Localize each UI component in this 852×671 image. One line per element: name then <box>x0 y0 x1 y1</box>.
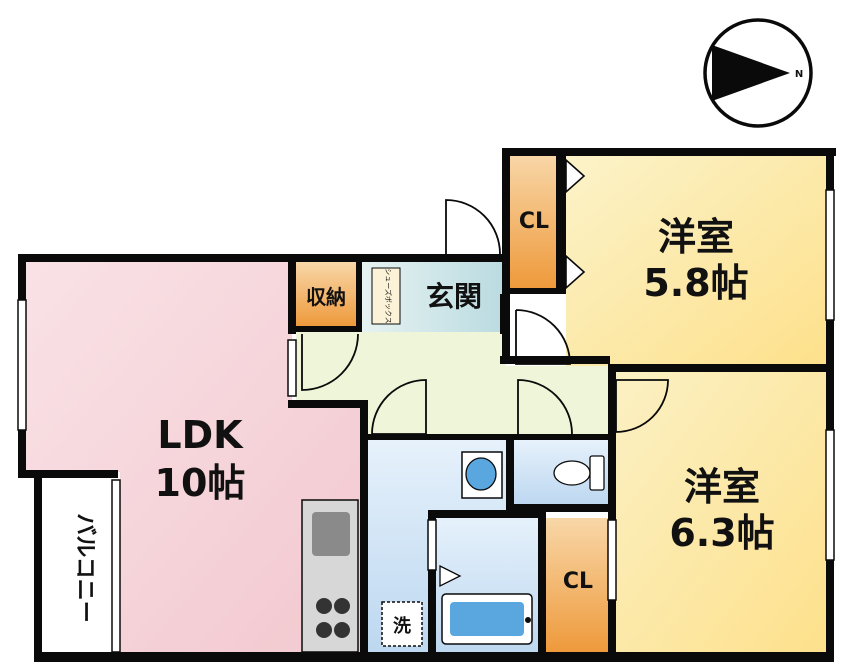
shoe-box-label: シューズボックス <box>384 268 393 323</box>
windows <box>17 189 835 653</box>
compass: N <box>703 18 813 128</box>
ldk-size: 10帖 <box>155 461 246 505</box>
compass-north-label: N <box>795 69 803 80</box>
hallway-area <box>296 332 614 436</box>
balcony-area <box>40 476 116 656</box>
sink-icon <box>312 512 350 556</box>
storage-area <box>296 262 356 328</box>
western-room-2-name: 洋室 <box>684 465 760 509</box>
western-room-2-size: 6.3帖 <box>669 511 774 555</box>
storage-label: 収納 <box>306 285 346 309</box>
kitchen-counter <box>301 499 359 653</box>
closet-folding-doors <box>565 158 586 290</box>
bathtub-icon <box>441 593 533 645</box>
closet-1-area <box>510 154 558 292</box>
walls <box>18 148 836 662</box>
compass-arrow-icon <box>712 45 790 101</box>
ldk-area <box>24 262 362 656</box>
closet-2-area <box>546 518 608 656</box>
western-room-1-size: 5.8帖 <box>643 261 748 305</box>
western-room-1-area <box>566 154 830 366</box>
doors <box>301 199 669 435</box>
closet-1-label: CL <box>519 209 549 234</box>
shoe-box <box>371 267 401 325</box>
toilet-icon <box>553 455 605 491</box>
western-room-1-name: 洋室 <box>658 215 734 259</box>
closet-2-label: CL <box>563 569 593 594</box>
ldk-name: LDK <box>157 413 244 457</box>
wash-basin-icon <box>461 451 503 499</box>
laundry-box <box>381 601 423 647</box>
balcony-label: バルコニー <box>72 513 97 623</box>
entrance-label: 玄関 <box>426 280 482 313</box>
laundry-label: 洗 <box>393 615 411 637</box>
bath-door-icon <box>439 564 462 588</box>
stove-icon <box>316 598 350 638</box>
